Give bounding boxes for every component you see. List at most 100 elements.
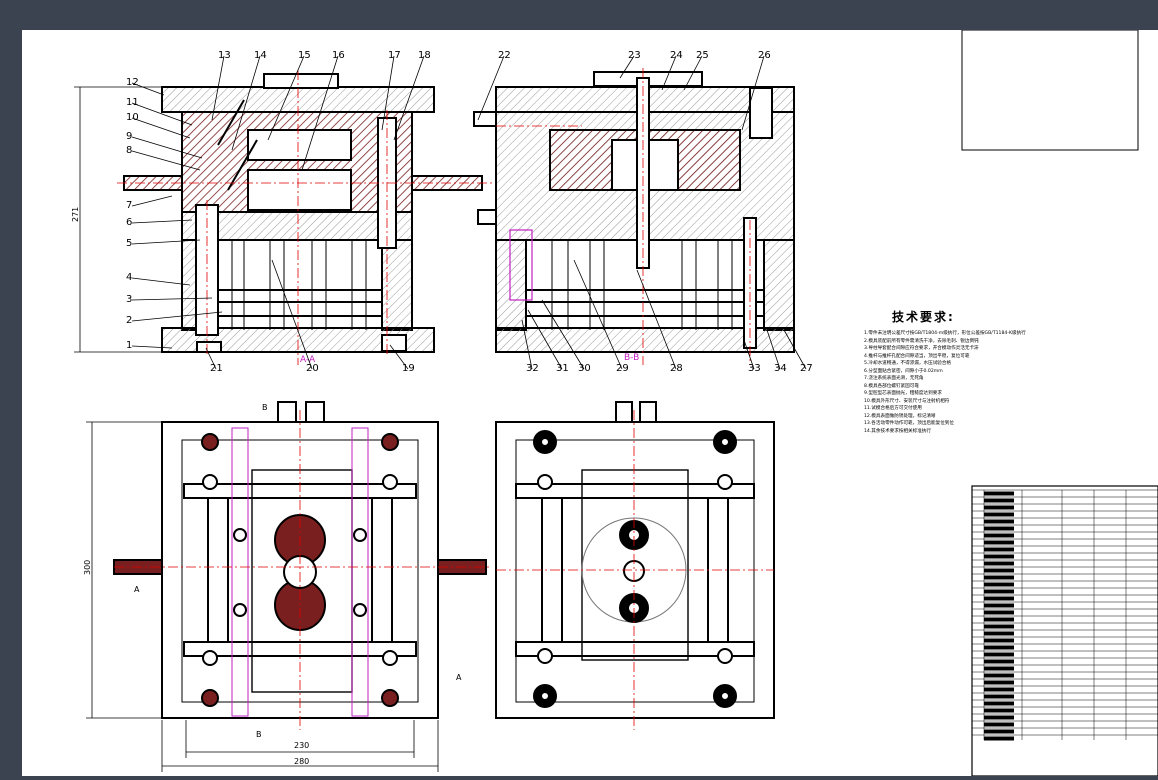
section-a-centerlines <box>117 70 492 365</box>
bom-cell-code <box>984 540 1014 545</box>
part-number-26: 26 <box>758 50 771 61</box>
part-number-24: 24 <box>670 50 683 61</box>
tech-req-item: 3.导柱导套配合间隙应符合要求，开合模动作灵活无卡滞 <box>864 346 979 351</box>
leader-line-32 <box>521 319 533 370</box>
leader-line-22 <box>477 55 505 121</box>
bom-cell-code <box>984 673 1014 678</box>
tech-req-item: 13.各活动零件动作可靠，顶出后能复位到位 <box>864 421 954 426</box>
leader-line-23 <box>619 55 635 79</box>
marker-a-left: A <box>134 585 140 594</box>
part-number-20: 20 <box>306 363 319 374</box>
bom-cell-code <box>984 575 1014 580</box>
leader-line-30 <box>541 299 585 370</box>
leader-line-2 <box>131 311 223 322</box>
part-number-21: 21 <box>210 363 223 374</box>
leader-line-26 <box>741 55 765 131</box>
dim-271: 271 <box>71 207 80 222</box>
plan-right-holes <box>533 430 737 708</box>
part-leaders <box>131 55 807 370</box>
bom-cell-code <box>984 694 1014 699</box>
part-number-18: 18 <box>418 50 431 61</box>
bom-cell-code <box>984 547 1014 552</box>
mold-assembly-drawing: 271 300 230 280 A-A B-B B A A B 12345678… <box>71 30 1158 776</box>
marker-b-top: B <box>262 403 268 412</box>
part-number-29: 29 <box>616 363 629 374</box>
part-number-22: 22 <box>498 50 511 61</box>
part-number-16: 16 <box>332 50 345 61</box>
bom-cell-code <box>984 610 1014 615</box>
leader-line-21 <box>205 347 217 370</box>
title-block <box>961 30 1158 776</box>
part-number-34: 34 <box>774 363 787 374</box>
bom-cell-code <box>984 638 1014 643</box>
leader-line-28 <box>636 269 677 370</box>
leader-line-4 <box>131 277 191 286</box>
leader-line-15 <box>267 55 305 141</box>
leader-line-14 <box>231 55 261 151</box>
tech-req-item: 2.模具装配前所有零件需清洗干净，去除毛刺、锐边倒钝 <box>864 338 979 344</box>
tech-req-item: 5.冷却水道畅通，不得渗漏，水压试验合格 <box>864 361 952 366</box>
part-number-7: 7 <box>126 200 132 211</box>
leader-line-31 <box>527 309 563 370</box>
dim-280: 280 <box>294 757 309 766</box>
bom-cell-code <box>984 491 1014 496</box>
bom-cell-code <box>984 736 1014 741</box>
tech-req-item: 10.模具外形尺寸、安装尺寸与注射机相符 <box>864 398 950 404</box>
bom-cell-code <box>984 561 1014 566</box>
bom-cell-code <box>984 624 1014 629</box>
section-b-view <box>473 71 795 353</box>
bom-cell-code <box>984 617 1014 622</box>
part-number-30: 30 <box>578 363 591 374</box>
bom-cell-code <box>984 701 1014 706</box>
bom-cell-code <box>984 680 1014 685</box>
part-number-13: 13 <box>218 50 231 61</box>
tech-req-item: 11.试模合格后方可交付使用 <box>864 406 922 411</box>
marker-b-bottom: B <box>256 730 262 739</box>
part-number-3: 3 <box>126 294 132 305</box>
bom-cell-code <box>984 722 1014 727</box>
leader-line-16 <box>301 55 339 171</box>
tech-req-item: 4.推杆与推杆孔配合间隙适当，顶出平稳，复位可靠 <box>864 353 970 359</box>
dimension-lines <box>74 86 439 772</box>
leader-line-33 <box>743 339 755 370</box>
leader-line-24 <box>661 55 677 91</box>
bom-cell-code <box>984 729 1014 734</box>
tech-req-item: 14.其余技术要求按相关标准执行 <box>864 428 932 434</box>
part-number-28: 28 <box>670 363 683 374</box>
dim-300: 300 <box>83 560 92 575</box>
bom-cell-code <box>984 526 1014 531</box>
part-number-12: 12 <box>126 77 139 88</box>
part-number-10: 10 <box>126 112 139 123</box>
leader-line-25 <box>683 55 703 91</box>
bom-cell-code <box>984 645 1014 650</box>
technical-requirements: 技术要求: 1.零件未注明公差尺寸按GB/T1804-m级执行，形位公差按GB/… <box>864 310 1094 435</box>
bom-cell-code <box>984 596 1014 601</box>
tech-req-item: 1.零件未注明公差尺寸按GB/T1804-m级执行，形位公差按GB/T1184-… <box>864 331 1026 336</box>
part-number-2: 2 <box>126 315 132 326</box>
section-a-view <box>123 73 483 353</box>
bom-cell-code <box>984 666 1014 671</box>
leader-line-19 <box>389 344 409 370</box>
bom-table <box>972 489 1158 741</box>
plan-left-holes <box>201 433 399 707</box>
leader-line-5 <box>131 239 201 245</box>
part-number-25: 25 <box>696 50 709 61</box>
bom-cell-code <box>984 603 1014 608</box>
leader-line-34 <box>766 329 781 370</box>
bom-cell-code <box>984 708 1014 713</box>
leader-line-29 <box>573 259 623 370</box>
leader-line-18 <box>393 55 425 141</box>
bom-cell-code <box>984 582 1014 587</box>
bom-cell-code <box>984 589 1014 594</box>
part-number-17: 17 <box>388 50 401 61</box>
window-title-bar <box>0 0 1158 30</box>
tech-req-item: 12.模具表面做防锈处理，标记清晰 <box>864 413 936 419</box>
leader-line-27 <box>783 329 807 370</box>
section-label-bb: B-B <box>624 353 639 363</box>
bom-cell-code <box>984 512 1014 517</box>
marker-a-right: A <box>456 673 462 682</box>
bom-cell-code <box>984 631 1014 636</box>
part-number-27: 27 <box>800 363 813 374</box>
